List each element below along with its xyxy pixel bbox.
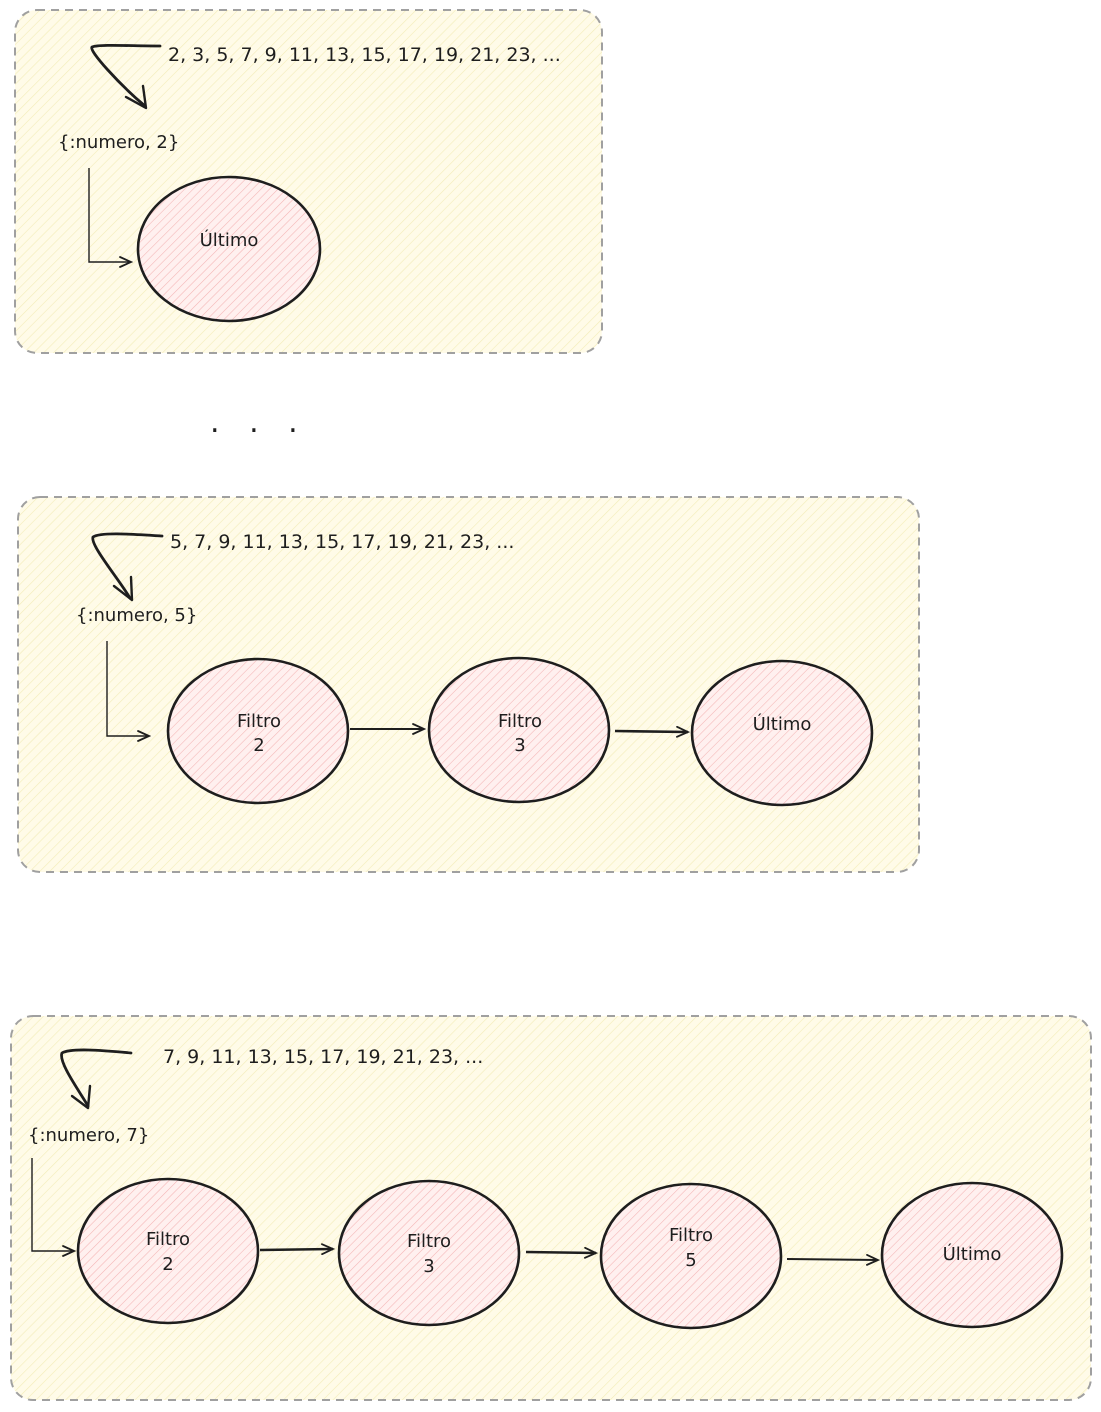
curved-arrow bbox=[91, 532, 164, 600]
node-filtro-2: Filtro 2 bbox=[76, 1177, 260, 1325]
node-number: 2 bbox=[162, 1254, 173, 1275]
node-filtro-2: Filtro 2 bbox=[166, 657, 350, 805]
message-label: {:numero, 7} bbox=[28, 1125, 149, 1146]
node-ultimo: Último bbox=[136, 175, 322, 323]
node-number: 3 bbox=[423, 1256, 434, 1277]
node-number: 5 bbox=[685, 1250, 696, 1271]
node-filtro-3: Filtro 3 bbox=[427, 656, 611, 804]
curved-arrow bbox=[60, 1048, 133, 1108]
panel-3-frame bbox=[10, 1015, 1092, 1401]
message-label: {:numero, 5} bbox=[76, 605, 197, 626]
node-label: Último bbox=[753, 713, 812, 735]
node-ultimo: Último bbox=[690, 659, 874, 807]
panel-3: 7, 9, 11, 13, 15, 17, 19, 21, 23, ... {:… bbox=[10, 1015, 1092, 1401]
node-label: Filtro bbox=[669, 1225, 713, 1246]
number-sequence: 2, 3, 5, 7, 9, 11, 13, 15, 17, 19, 21, 2… bbox=[168, 44, 561, 66]
curved-arrow bbox=[90, 43, 162, 108]
node-number: 2 bbox=[253, 735, 264, 756]
curved-arrow-head bbox=[124, 84, 148, 110]
connector-arrow bbox=[31, 1158, 74, 1251]
panel-1: 2, 3, 5, 7, 9, 11, 13, 15, 17, 19, 21, 2… bbox=[14, 9, 603, 354]
node-filtro-5: Filtro 5 bbox=[599, 1182, 783, 1330]
flow-arrow bbox=[525, 1252, 596, 1253]
curved-arrow-head bbox=[112, 575, 134, 602]
number-sequence: 5, 7, 9, 11, 13, 15, 17, 19, 21, 23, ... bbox=[170, 531, 514, 553]
flow-arrow bbox=[614, 731, 688, 732]
node-label: Filtro bbox=[407, 1231, 451, 1252]
connector-arrow bbox=[106, 641, 149, 736]
connector-arrow bbox=[88, 168, 131, 262]
number-sequence: 7, 9, 11, 13, 15, 17, 19, 21, 23, ... bbox=[163, 1046, 483, 1068]
panel-2: 5, 7, 9, 11, 13, 15, 17, 19, 21, 23, ...… bbox=[17, 496, 920, 873]
ellipsis-separator: . . . bbox=[210, 405, 308, 440]
flow-arrow bbox=[786, 1259, 878, 1260]
node-ultimo: Último bbox=[880, 1181, 1064, 1329]
node-label: Filtro bbox=[498, 711, 542, 732]
node-number: 3 bbox=[514, 735, 525, 756]
node-label: Filtro bbox=[237, 711, 281, 732]
node-filtro-3: Filtro 3 bbox=[337, 1179, 521, 1327]
curved-arrow-head bbox=[70, 1084, 92, 1110]
message-label: {:numero, 2} bbox=[58, 132, 179, 153]
node-label: Último bbox=[943, 1243, 1002, 1265]
node-label: Último bbox=[200, 229, 259, 251]
node-label: Filtro bbox=[146, 1229, 190, 1250]
flow-arrow bbox=[259, 1249, 333, 1250]
